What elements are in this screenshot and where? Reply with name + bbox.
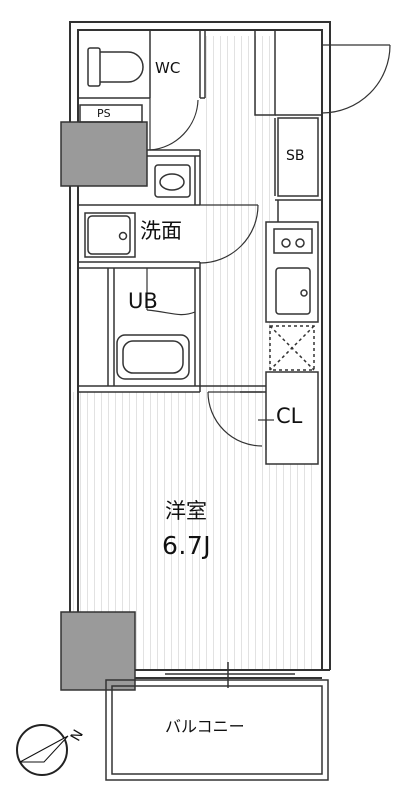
- wc-label: WC: [155, 59, 181, 77]
- north-label: N: [68, 727, 87, 744]
- balcony-label: バルコニー: [165, 717, 245, 736]
- north-arrow-icon: N: [16, 724, 87, 776]
- structural-column-lower: [60, 611, 136, 691]
- western-room-size: 6.7J: [162, 531, 212, 560]
- door-swings: [146, 44, 391, 450]
- closet-label: CL: [276, 404, 303, 428]
- fixtures: [84, 47, 313, 380]
- ps-label: PS: [97, 107, 111, 120]
- unit-bath-label: UB: [128, 289, 158, 313]
- structural-column-upper: [60, 121, 148, 187]
- corridor-floor: [200, 36, 270, 396]
- washroom-label: 洗面: [140, 219, 182, 243]
- western-room-label: 洋室: [165, 499, 207, 523]
- balcony: [105, 662, 329, 781]
- sb-label: SB: [286, 148, 305, 164]
